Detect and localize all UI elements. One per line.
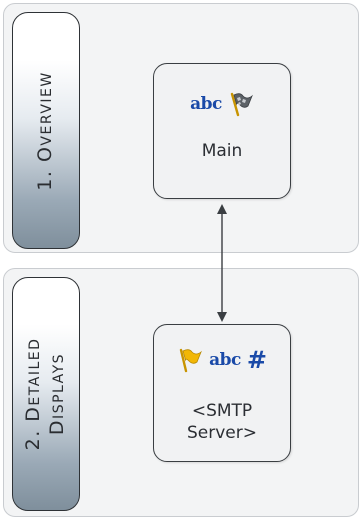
overview-section: 1. OVERVIEW abc Main bbox=[3, 3, 359, 253]
main-node-icons: abc bbox=[154, 91, 290, 117]
overview-tab[interactable]: 1. OVERVIEW bbox=[12, 12, 80, 249]
arrowhead-down-icon bbox=[217, 312, 227, 322]
detailed-displays-section: 2. DETAILED DISPLAYS abc # <SMTP Server> bbox=[3, 268, 359, 517]
abc-icon: abc bbox=[190, 94, 222, 114]
main-node[interactable]: abc Main bbox=[153, 63, 291, 199]
hash-icon: # bbox=[246, 346, 267, 374]
detailed-displays-tab[interactable]: 2. DETAILED DISPLAYS bbox=[12, 277, 80, 511]
smtp-node-label: <SMTP Server> bbox=[187, 401, 257, 443]
abc-icon: abc bbox=[209, 350, 241, 370]
main-node-label: Main bbox=[201, 141, 243, 161]
arrowhead-up-icon bbox=[217, 204, 227, 214]
smtp-node-icons: abc # bbox=[154, 347, 290, 373]
checkered-flag-icon bbox=[230, 92, 253, 117]
yellow-flag-icon bbox=[179, 348, 202, 373]
smtp-server-node[interactable]: abc # <SMTP Server> bbox=[153, 324, 291, 462]
